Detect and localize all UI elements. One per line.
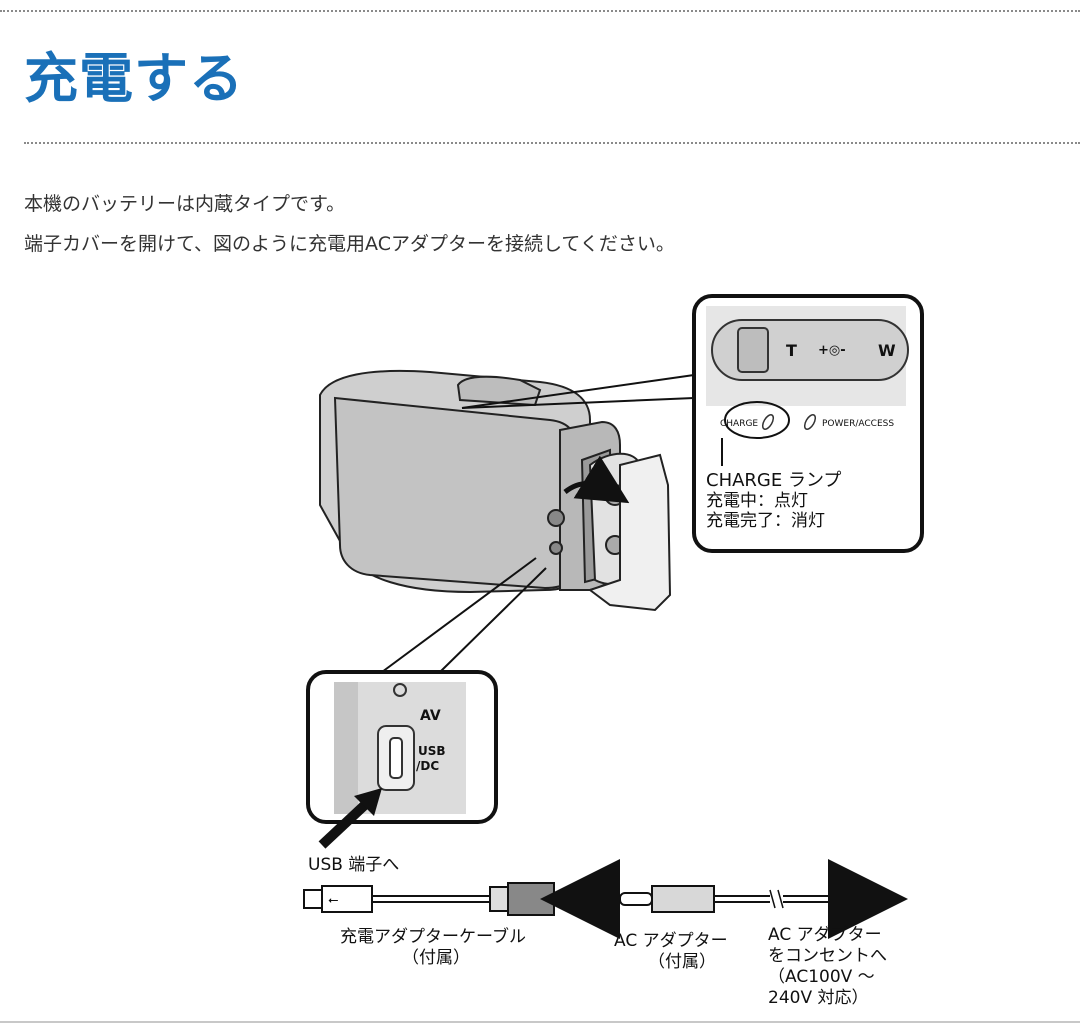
outlet-label-line-2: をコンセントへ: [768, 946, 887, 966]
cable-label-line-2: （付属）: [402, 948, 470, 968]
page-title: 充電する: [24, 47, 244, 110]
charge-callout-line-1: CHARGE ランプ: [706, 470, 841, 491]
camcorder-illustration: [319, 369, 672, 612]
port-av-label: AV: [420, 708, 441, 724]
zoom-switch-t: T: [786, 341, 797, 360]
title-divider: [24, 142, 1080, 144]
port-usb-label-line-1: USB: [418, 744, 446, 758]
lamp-power-label: POWER/ACCESS: [822, 419, 894, 429]
instruction-paragraph: 端子カバーを開けて、図のように充電用ACアダプターを接続してください。: [24, 233, 675, 255]
charge-callout-line-3: 充電完了：消灯: [706, 511, 825, 531]
bottom-divider: [0, 1021, 1080, 1023]
top-divider: [0, 10, 1080, 12]
outlet-label-line-3: （AC100V ～: [768, 967, 875, 987]
adapter-label-line-2: （付属）: [648, 952, 716, 972]
port-usb-label-line-2: /DC: [416, 759, 439, 773]
cable-row: ⭠: [303, 859, 908, 939]
cable-label-line-1: 充電アダプターケーブル: [340, 926, 526, 947]
lamp-charge-label: CHARGE: [720, 419, 758, 429]
intro-paragraph: 本機のバッテリーは内蔵タイプです。: [24, 193, 346, 215]
usb-arrow-label: USB 端子へ: [308, 855, 399, 875]
svg-text:⭠: ⭠: [328, 893, 338, 908]
outlet-label-line-1: AC アダプター: [768, 925, 882, 945]
usb-port-zoom: AV USB /DC: [306, 557, 547, 849]
charge-lamp-zoom: T +◎- W CHARGE POWER/ACCESS CHARGE ランプ 充…: [461, 294, 924, 553]
outlet-label-line-4: 240V 対応）: [768, 988, 868, 1008]
zoom-switch-w: W: [878, 341, 896, 360]
zoom-switch-mid: +◎-: [818, 343, 846, 358]
charge-callout-line-2: 充電中：点灯: [706, 491, 808, 511]
adapter-label-line-1: AC アダプター: [614, 931, 728, 951]
charging-diagram: T +◎- W CHARGE POWER/ACCESS CHARGE ランプ 充…: [303, 294, 924, 1008]
